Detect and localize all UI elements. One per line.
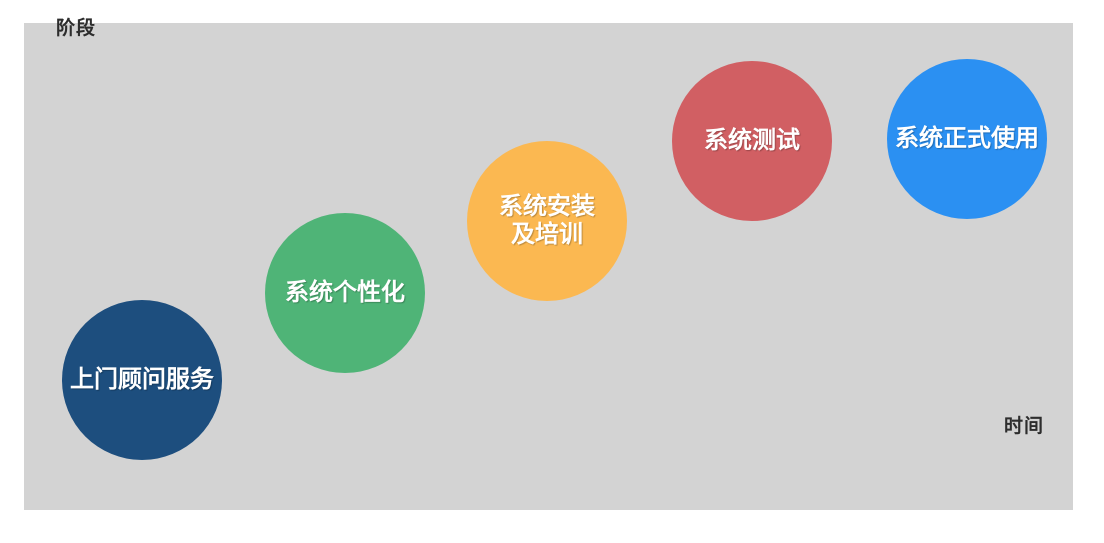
stage-label: 系统安装 及培训 — [499, 193, 595, 248]
x-axis-label: 时间 — [1004, 416, 1045, 437]
stage-label: 系统正式使用 — [895, 125, 1039, 152]
stage-label: 上门顾问服务 — [70, 366, 214, 393]
stage-circle-5: 系统正式使用 — [887, 59, 1047, 219]
stage-circle-4: 系统测试 — [672, 61, 832, 221]
y-axis-label: 阶段 — [56, 18, 97, 39]
stage-label: 系统测试 — [704, 127, 800, 154]
stage-label: 系统个性化 — [285, 279, 405, 306]
stage-circle-1: 上门顾问服务 — [62, 300, 222, 460]
stage-circle-3: 系统安装 及培训 — [467, 141, 627, 301]
stage-circle-2: 系统个性化 — [265, 213, 425, 373]
